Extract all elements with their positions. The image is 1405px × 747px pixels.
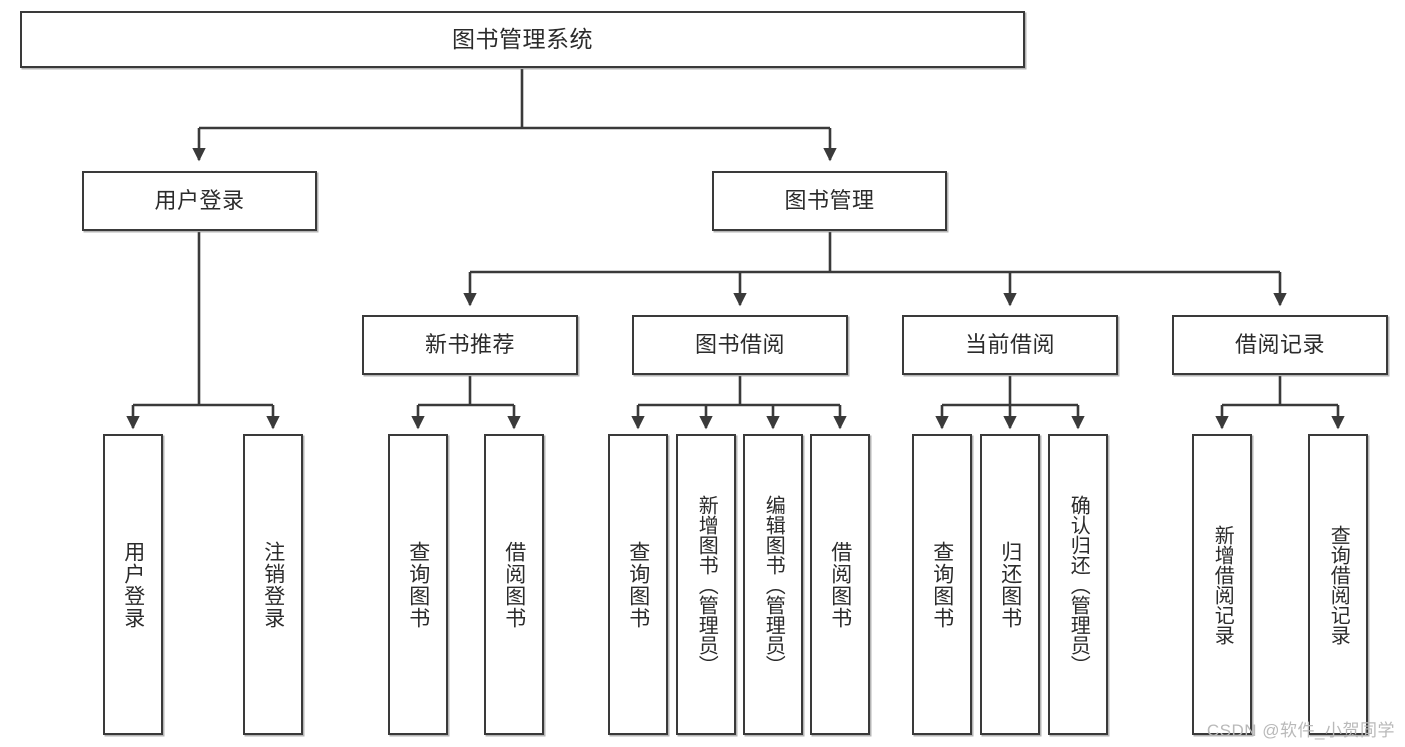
node-label: 图书管理 [784,187,875,213]
node-label: 确认归还（管理员） [1067,494,1090,675]
node-leaf-query-book-3[interactable]: 查询图书 [912,434,972,735]
node-label: 新增图书（管理员） [695,494,718,675]
node-label: 查询图书 [930,540,954,629]
node-label: 注销登录 [261,540,285,629]
node-leaf-user-login[interactable]: 用户登录 [103,434,163,735]
node-label: 图书管理系统 [452,25,593,52]
node-label: 借阅图书 [502,540,526,629]
node-leaf-query-book-1[interactable]: 查询图书 [388,434,448,735]
node-leaf-add-book[interactable]: 新增图书（管理员） [676,434,736,735]
node-leaf-borrow-book-1[interactable]: 借阅图书 [484,434,544,735]
node-leaf-borrow-book-2[interactable]: 借阅图书 [810,434,870,735]
node-leaf-return-book[interactable]: 归还图书 [980,434,1040,735]
node-new-book-recommend[interactable]: 新书推荐 [362,315,578,375]
node-label: 借阅图书 [828,540,852,629]
node-current-borrow[interactable]: 当前借阅 [902,315,1118,375]
node-borrow-record[interactable]: 借阅记录 [1172,315,1388,375]
node-book-manage[interactable]: 图书管理 [712,171,947,231]
node-label: 借阅记录 [1234,331,1325,357]
node-leaf-add-record[interactable]: 新增借阅记录 [1192,434,1252,735]
node-leaf-query-book-2[interactable]: 查询图书 [608,434,668,735]
node-label: 当前借阅 [964,331,1055,357]
node-leaf-confirm-return[interactable]: 确认归还（管理员） [1048,434,1108,735]
node-label: 查询图书 [406,540,430,629]
node-root-system[interactable]: 图书管理系统 [20,11,1025,68]
node-user-login[interactable]: 用户登录 [82,171,317,231]
node-label: 归还图书 [998,540,1022,629]
watermark-text: CSDN @软件_小贺同学 [1206,721,1395,740]
node-label: 图书借阅 [694,331,785,357]
node-label: 新增借阅记录 [1211,524,1234,645]
node-leaf-user-logout[interactable]: 注销登录 [243,434,303,735]
node-label: 编辑图书（管理员） [762,494,785,675]
node-label: 用户登录 [154,187,245,213]
node-label: 用户登录 [121,540,145,629]
node-label: 新书推荐 [424,331,515,357]
node-label: 查询借阅记录 [1327,524,1350,645]
node-label: 查询图书 [626,540,650,629]
node-leaf-query-record[interactable]: 查询借阅记录 [1308,434,1368,735]
node-leaf-edit-book[interactable]: 编辑图书（管理员） [743,434,803,735]
node-book-borrow[interactable]: 图书借阅 [632,315,848,375]
